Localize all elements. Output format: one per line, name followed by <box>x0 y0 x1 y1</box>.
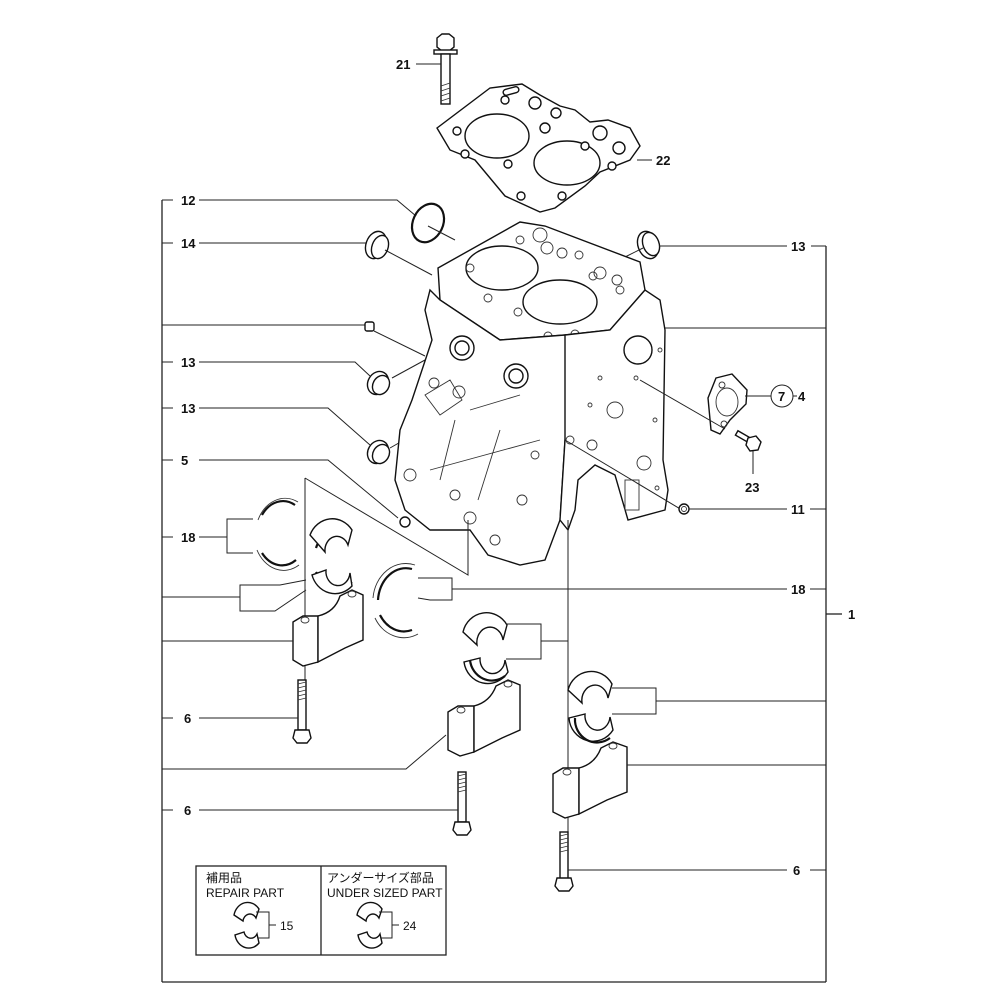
thrust-washer-right <box>372 563 419 639</box>
callout-7: 7 <box>778 389 785 404</box>
callout-22: 22 <box>656 153 670 168</box>
plug-11 <box>678 503 690 515</box>
callout-5: 5 <box>181 453 188 468</box>
o-ring <box>410 202 446 244</box>
callout-21: 21 <box>396 57 410 72</box>
legend-repair-title-en: REPAIR PART <box>206 886 285 900</box>
legend-box <box>195 865 447 956</box>
head-gasket <box>436 83 641 213</box>
assembly-bracket <box>161 200 842 983</box>
main-bearing-center <box>462 612 509 685</box>
legend-repair-title-jp: 補用品 <box>206 871 242 885</box>
expansion-plug-13a <box>366 370 391 396</box>
head-bolt <box>433 33 458 105</box>
cap-bolt-right <box>554 831 574 892</box>
callout-24: 24 <box>403 919 417 933</box>
thrust-washer-left <box>256 497 300 571</box>
main-bearing-cap-right <box>552 741 628 819</box>
callout-14: 14 <box>181 236 196 251</box>
legend-undersized-title-en: UNDER SIZED PART <box>327 886 443 900</box>
main-bearing-right <box>567 670 614 744</box>
callout-15: 15 <box>280 919 294 933</box>
bearing-shell-icon <box>356 901 383 949</box>
callout-1: 1 <box>848 607 855 622</box>
flange-bolt <box>734 429 762 452</box>
callout-13-left-a: 13 <box>181 355 195 370</box>
callout-13-top-right: 13 <box>791 239 805 254</box>
main-bearing-left <box>309 518 353 595</box>
callout-11: 11 <box>791 502 805 517</box>
callout-6-left-a: 6 <box>184 711 191 726</box>
small-plug-5 <box>399 516 411 528</box>
main-bearing-cap-left <box>292 589 364 667</box>
callout-12: 12 <box>181 193 195 208</box>
main-bearing-cap-center <box>447 679 521 757</box>
callout-13-left-b: 13 <box>181 401 195 416</box>
callout-6-right: 6 <box>793 863 800 878</box>
callout-6-left-b: 6 <box>184 803 191 818</box>
cap-bolt-left-a <box>292 679 312 744</box>
expansion-plug-left <box>364 230 390 260</box>
callout-23: 23 <box>745 480 759 495</box>
cap-bolt-left-b <box>452 771 472 836</box>
legend-undersized-title-jp: アンダーサイズ部品 <box>327 870 434 885</box>
bearing-shell-icon <box>233 901 260 949</box>
legend-repair-part: 補用品 REPAIR PART 15 <box>206 871 294 949</box>
expansion-plug-right <box>636 230 661 260</box>
callout-18-left: 18 <box>181 530 195 545</box>
callout-4: 4 <box>798 389 806 404</box>
legend-undersized-part: アンダーサイズ部品 UNDER SIZED PART 24 <box>327 870 443 949</box>
water-flange <box>707 373 748 435</box>
expansion-plug-13b <box>366 439 391 465</box>
small-plug <box>364 321 375 332</box>
cylinder-block <box>394 221 669 566</box>
callout-18-right: 18 <box>791 582 805 597</box>
